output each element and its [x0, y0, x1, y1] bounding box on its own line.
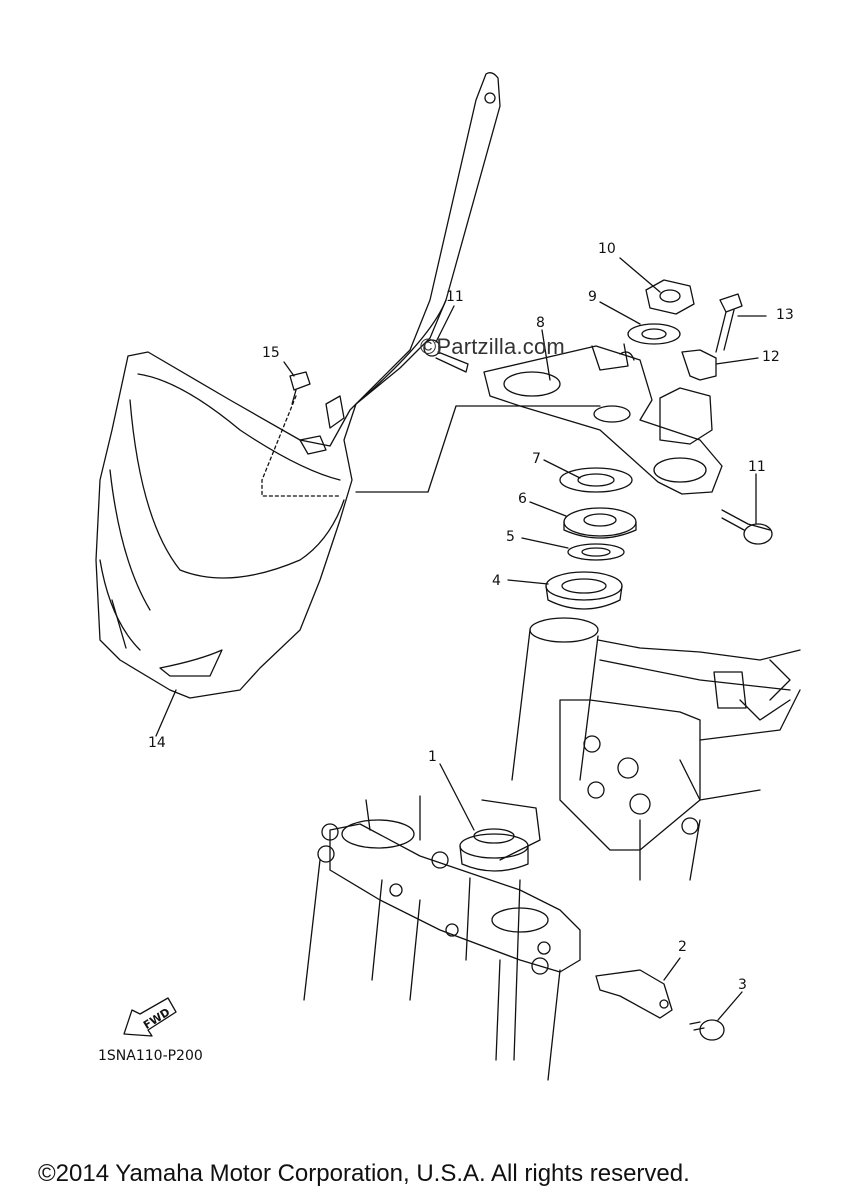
bolt-15	[289, 371, 311, 405]
bolt-13	[715, 293, 743, 353]
callout-6: 6	[518, 491, 527, 507]
nut-10	[645, 279, 695, 315]
fwd-arrow	[123, 997, 177, 1037]
washer-6	[563, 507, 637, 539]
diagram-code: 1SNA110-P200	[98, 1048, 203, 1064]
bearing-4	[545, 571, 623, 610]
callout-5: 5	[506, 529, 515, 545]
upper-bracket	[483, 343, 723, 495]
bolt-11-left	[423, 339, 469, 373]
callout-15: 15	[262, 345, 280, 361]
callout-12: 12	[762, 349, 780, 365]
callout-leaders	[155, 257, 767, 1021]
partzilla-watermark: ©Partzilla.com	[420, 334, 565, 359]
number-plate-cover	[95, 72, 501, 699]
leader-line-plate-bracket	[355, 405, 601, 493]
washer-9	[627, 323, 681, 345]
washer-5	[567, 543, 625, 561]
copyright-notice: ©2014 Yamaha Motor Corporation, U.S.A. A…	[38, 1160, 690, 1187]
callout-9: 9	[588, 289, 597, 305]
handlebar-holder-12	[681, 349, 717, 381]
callout-1: 1	[428, 749, 437, 765]
alignment-dash-lines	[261, 395, 341, 497]
callout-13: 13	[776, 307, 794, 323]
fork-tubes	[303, 795, 561, 1081]
callout-8: 8	[536, 315, 545, 331]
callout-2: 2	[678, 939, 687, 955]
callout-4: 4	[492, 573, 501, 589]
steering-stem	[459, 799, 541, 1061]
frame	[511, 617, 801, 881]
callout-11-top: 11	[446, 289, 464, 305]
screw-3	[689, 1019, 725, 1041]
callout-7: 7	[532, 451, 541, 467]
lower-bracket	[317, 819, 581, 975]
ring-nut-7	[559, 467, 633, 493]
callout-14: 14	[148, 735, 166, 751]
callout-11-right: 11	[748, 459, 766, 475]
bolt-11-right	[721, 509, 773, 545]
cable-guide-2	[595, 969, 673, 1019]
callout-10: 10	[598, 241, 616, 257]
callout-3: 3	[738, 977, 747, 993]
